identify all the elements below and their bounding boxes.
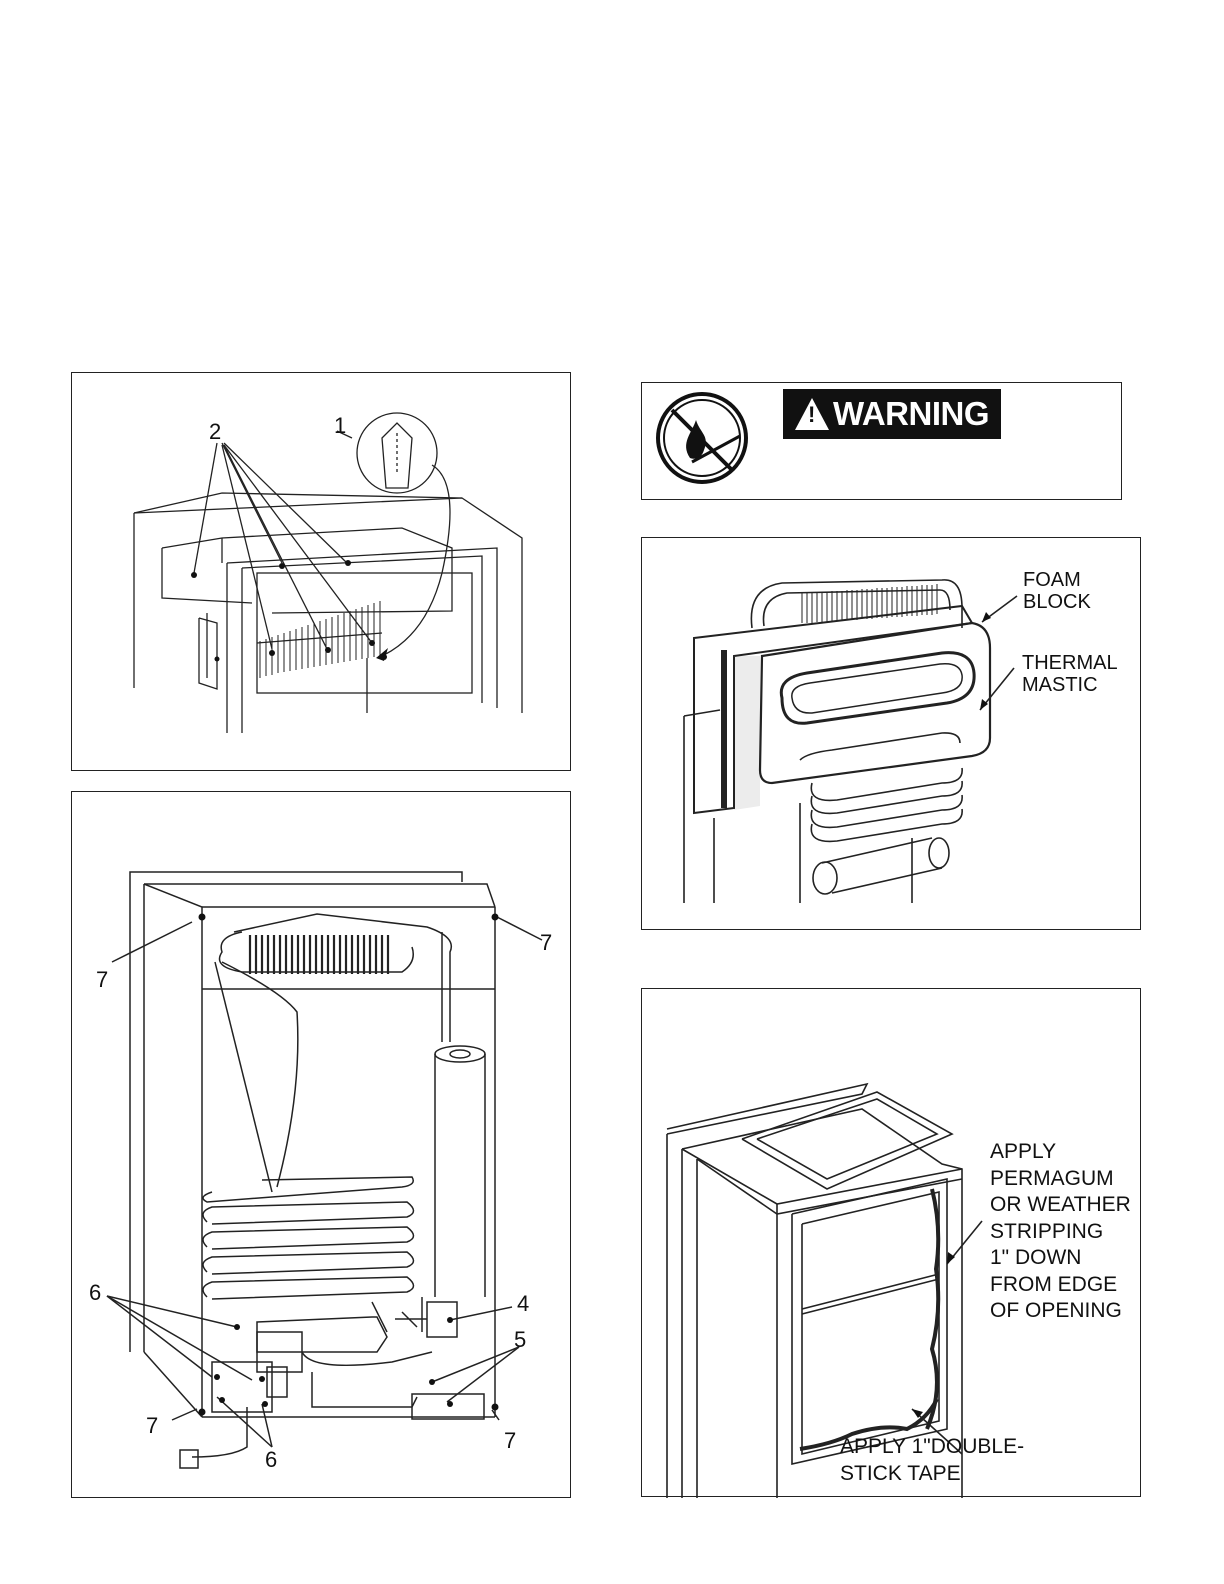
callout-5: 5 bbox=[514, 1329, 526, 1351]
callout-7-top-left: 7 bbox=[96, 969, 108, 991]
figure-vent-opening: APPLY PERMAGUM OR WEATHER STRIPPING 1" D… bbox=[641, 988, 1141, 1497]
callout-7-top-right: 7 bbox=[540, 932, 552, 954]
callout-7-bottom-right: 7 bbox=[504, 1430, 516, 1452]
label-apply-double-stick-tape: APPLY 1"DOUBLE- STICK TAPE bbox=[840, 1434, 1024, 1487]
label-thermal-mastic: THERMAL MASTIC bbox=[1022, 652, 1118, 696]
warning-badge: WARNING bbox=[783, 389, 1001, 439]
label-foam-block: FOAM BLOCK bbox=[1023, 569, 1091, 613]
warning-triangle-icon bbox=[795, 398, 829, 430]
callout-7-bottom-left: 7 bbox=[146, 1415, 158, 1437]
refrigerator-back-drawing bbox=[72, 792, 572, 1499]
label-apply-permagum: APPLY PERMAGUM OR WEATHER STRIPPING 1" D… bbox=[990, 1139, 1131, 1325]
figure-foam-block: FOAM BLOCK THERMAL MASTIC bbox=[641, 537, 1141, 930]
interior-fins-drawing bbox=[72, 373, 572, 772]
no-open-flame-icon bbox=[652, 388, 762, 498]
warning-badge-text: WARNING bbox=[833, 395, 989, 433]
callout-6-lower: 6 bbox=[265, 1449, 277, 1471]
figure-refrigerator-back: 7 7 6 4 5 7 6 7 bbox=[71, 791, 571, 1498]
callout-2: 2 bbox=[209, 421, 221, 443]
warning-box: WARNING bbox=[641, 382, 1122, 500]
figure-interior-fins: 1 2 bbox=[71, 372, 571, 771]
callout-4: 4 bbox=[517, 1293, 529, 1315]
callout-1: 1 bbox=[334, 415, 346, 437]
callout-6-upper: 6 bbox=[89, 1282, 101, 1304]
